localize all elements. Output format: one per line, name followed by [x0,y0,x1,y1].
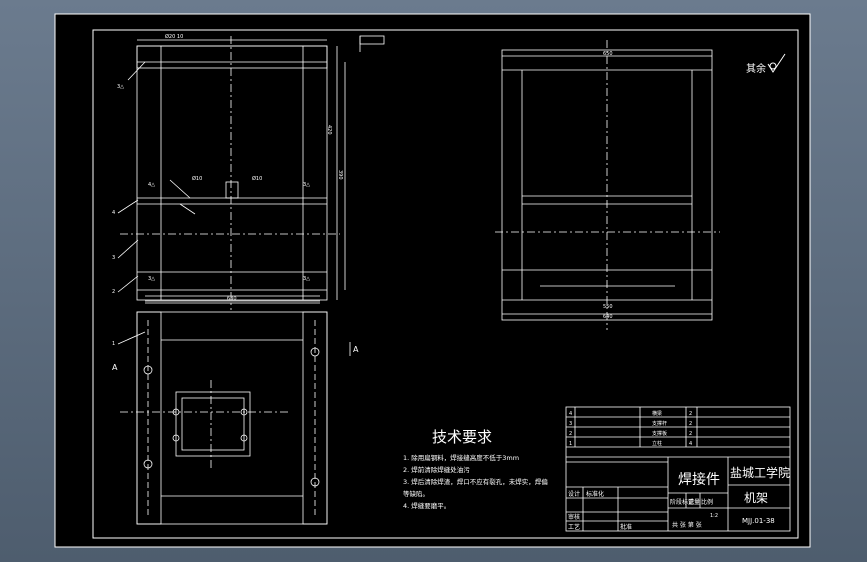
roughness-icon [767,53,786,73]
drawing-border [92,29,799,539]
bom-qty-1: 4 [689,441,692,447]
review-label: 审核 [568,513,580,521]
ratio-label: 比例 [701,498,713,506]
bom-qty-2: 2 [689,431,692,437]
bom-no-1: 1 [569,441,572,447]
bom-name-1: 立柱 [652,440,662,447]
dim-bottom-width: 630 [227,296,237,302]
dim-right-top: 650 [603,51,613,57]
standardize-label: 标准化 [586,490,604,498]
dim-height-main: 420 [326,125,332,135]
dim-top-tol: Ø20 10 [165,33,183,40]
bom-no-3: 3 [569,421,572,427]
section-label-left: A [112,363,118,372]
bom-no-2: 2 [569,431,572,437]
tech-item-2: 2. 焊前清除焊缝处油污 [403,465,470,474]
side-view [495,40,720,330]
section-label-right: A [353,345,359,354]
process-label: 工艺 [568,523,580,531]
tech-item-4: 等缺陷。 [403,489,429,498]
weld-top-left: 3△ [117,84,124,90]
weld-mid-right: 3△ [303,182,310,188]
dim-right-bottom2: 640 [603,314,613,320]
part-label-2: 2 [112,289,115,295]
bom-name-4: 横梁 [652,410,662,417]
scale-value: 1:2 [710,513,718,519]
product-name: 焊接件 [678,471,720,488]
top-view [117,311,351,525]
design-label: 设计 [568,490,580,498]
bom-qty-3: 2 [689,421,692,427]
bom-qty-4: 2 [689,411,692,417]
part-name: 机架 [744,491,768,505]
front-view [117,35,385,310]
tech-item-3: 3. 焊后清除焊渣，焊口不应有裂孔，未焊实，焊偏 [403,477,548,486]
bom-no-4: 4 [569,411,572,417]
dim-height-side: 390 [337,170,343,180]
tech-item-5: 4. 焊缝要磨平。 [403,501,450,510]
tech-item-1: 1. 除用扁钢料，焊接缝高度不低于3mm [403,453,519,462]
weld-bottom-left: 3△ [148,276,155,282]
weight-label: 重量 [688,498,700,506]
weld-bottom-right: 3△ [303,276,310,282]
stage-label: 阶段标记 [670,498,694,506]
part-label-3: 3 [112,255,115,261]
dim-right-bottom1: 550 [603,304,613,310]
tech-title: 技术要求 [432,428,492,446]
bom-name-3: 支撑杆 [652,420,667,427]
part-label-4: 4 [112,210,115,216]
drawing-number: MJJ.01-38 [742,517,775,525]
part-label-1: 1 [112,341,115,347]
weld-center-2: Ø10 [252,175,262,182]
approve-label: 批准 [620,523,632,531]
sheet-text: 共 张 第 张 [672,521,702,529]
roughness-label: 其余 [746,62,766,75]
drawing-sheet [54,13,811,548]
title-block [565,406,791,532]
weld-mid-left: 4△ [148,182,155,188]
bom-name-2: 支撑板 [652,430,667,437]
weld-center: Ø10 [192,175,202,182]
school-name: 盐城工学院 [730,465,790,480]
